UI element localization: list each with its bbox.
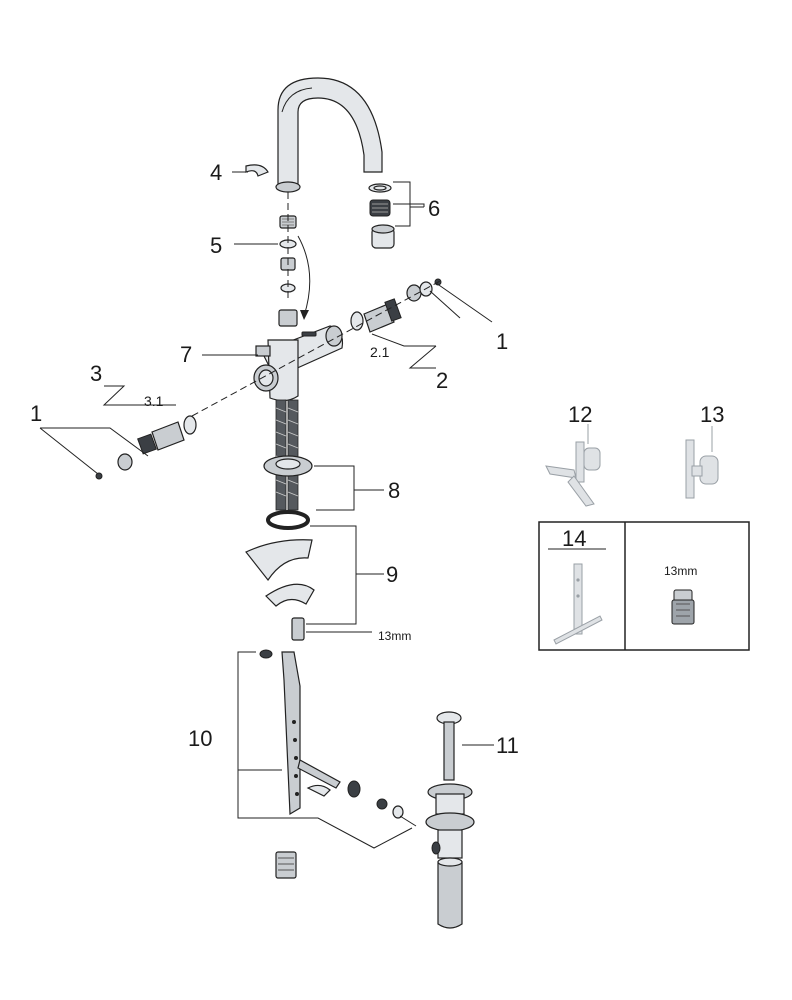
callout-2: 2 xyxy=(436,368,448,393)
seal-stack xyxy=(279,192,297,300)
callout-3-1: 3.1 xyxy=(144,393,164,409)
callout-2-1: 2.1 xyxy=(370,344,390,360)
callout-6: 6 xyxy=(428,196,440,221)
callout-10: 10 xyxy=(188,726,212,751)
lever-handle-icon xyxy=(685,426,719,499)
rod-clip xyxy=(275,851,297,879)
callout-1-left: 1 xyxy=(30,401,42,426)
assembly-arrow xyxy=(297,235,311,317)
callout-1-right: 1 xyxy=(496,329,508,354)
callout-3: 3 xyxy=(90,361,102,386)
popup-rod-set xyxy=(237,649,417,849)
popup-drain xyxy=(425,711,494,929)
callout-13: 13 xyxy=(700,402,724,427)
spout xyxy=(275,77,383,193)
right-cartridge-group xyxy=(191,278,493,417)
left-cartridge-group xyxy=(39,385,197,480)
spout-clip xyxy=(232,164,269,177)
callout-8: 8 xyxy=(388,478,400,503)
callout-11: 11 xyxy=(496,733,519,758)
service-key-icon xyxy=(553,563,603,645)
aerator-set xyxy=(368,181,425,249)
callout-4: 4 xyxy=(210,160,222,185)
callout-9: 9 xyxy=(386,562,398,587)
supply-hoses xyxy=(275,399,299,511)
wrench-size-main: 13mm xyxy=(378,629,411,643)
arrow-head xyxy=(300,310,309,320)
wrench-size-box: 13mm xyxy=(664,564,697,578)
callout-5: 5 xyxy=(210,233,222,258)
callout-14: 14 xyxy=(562,526,586,551)
mounting-set xyxy=(245,455,384,641)
mixer-body xyxy=(253,309,344,402)
callout-12: 12 xyxy=(568,402,592,427)
callout-7: 7 xyxy=(180,342,192,367)
cross-handle-icon xyxy=(545,424,601,507)
socket-insert-icon xyxy=(671,589,695,625)
